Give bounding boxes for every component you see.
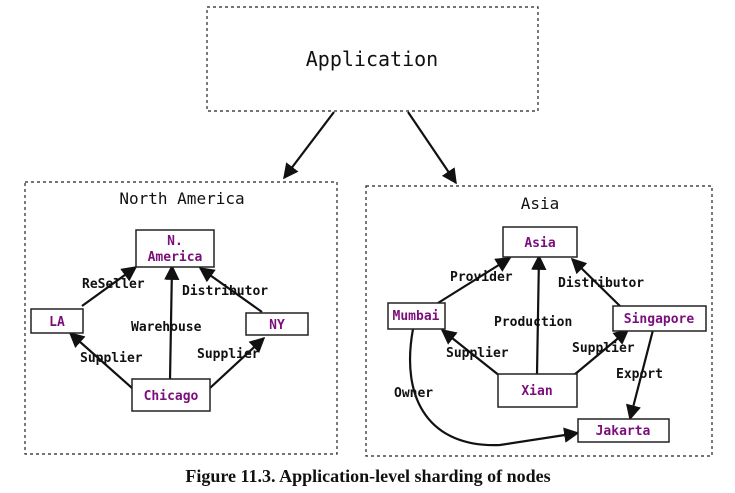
node-jakarta: Jakarta <box>577 418 670 443</box>
edge-chicago-to-na <box>164 264 180 381</box>
edge-label-owner: Owner <box>394 386 433 401</box>
application-node: Application <box>206 6 539 112</box>
node-label-mumbai: Mumbai <box>393 309 440 324</box>
edge-label-supplier-na-left: Supplier <box>80 351 143 366</box>
node-label-chicago: Chicago <box>144 389 199 404</box>
edge-label-distributor-na: Distributor <box>182 284 268 299</box>
edge-chicago-to-la <box>68 331 133 389</box>
node-label-ny: NY <box>269 318 285 333</box>
arrow-app-to-asia <box>407 111 457 185</box>
node-la: LA <box>30 308 84 334</box>
node-label-jakarta: Jakarta <box>596 424 651 439</box>
edge-xian-to-mumbai <box>440 329 506 381</box>
edge-label-supplier-asia-right: Supplier <box>572 341 635 356</box>
region-title-north-america: North America <box>119 189 244 208</box>
arrow-app-to-north-america <box>283 111 335 180</box>
node-label-xian: Xian <box>521 384 552 399</box>
edge-label-production: Production <box>494 315 572 330</box>
figure-caption: Figure 11.3. Application-level sharding … <box>185 466 550 486</box>
node-north-america: N. America <box>135 229 215 268</box>
edge-label-warehouse: Warehouse <box>131 320 202 335</box>
region-asia: Asia Provider Distributor Production Sup… <box>365 185 713 457</box>
node-xian: Xian <box>497 373 578 408</box>
node-label-la: LA <box>49 315 65 330</box>
edge-label-distributor-asia: Distributor <box>558 276 644 291</box>
node-asia: Asia <box>502 226 578 258</box>
edge-mumbai-to-jakarta <box>408 328 580 447</box>
node-chicago: Chicago <box>131 378 211 412</box>
edge-xian-to-asia <box>531 254 547 375</box>
node-mumbai: Mumbai <box>387 302 446 330</box>
edge-label-export: Export <box>616 367 663 382</box>
edge-label-supplier-asia-left: Supplier <box>446 346 509 361</box>
edge-label-supplier-na-right: Supplier <box>197 347 260 362</box>
region-title-asia: Asia <box>521 194 560 213</box>
region-north-america: North America ReSeller Distributor Wareh… <box>24 181 338 455</box>
edge-singapore-to-jakarta <box>626 329 655 421</box>
edge-la-to-na <box>81 266 138 307</box>
edge-label-provider: Provider <box>450 270 513 285</box>
node-ny: NY <box>245 312 309 336</box>
edge-ny-to-na <box>198 267 263 313</box>
edge-singapore-to-asia <box>570 257 623 309</box>
node-label-na-line2: America <box>148 250 203 265</box>
node-singapore: Singapore <box>612 305 707 332</box>
application-label: Application <box>306 47 438 71</box>
node-label-asia: Asia <box>524 236 555 251</box>
edge-label-reseller: ReSeller <box>82 277 145 292</box>
edge-chicago-to-ny <box>209 336 266 389</box>
edge-mumbai-to-asia <box>437 257 512 304</box>
node-label-singapore: Singapore <box>624 312 695 327</box>
node-label-na-line1: N. <box>167 234 183 249</box>
edge-xian-to-singapore <box>567 329 630 381</box>
